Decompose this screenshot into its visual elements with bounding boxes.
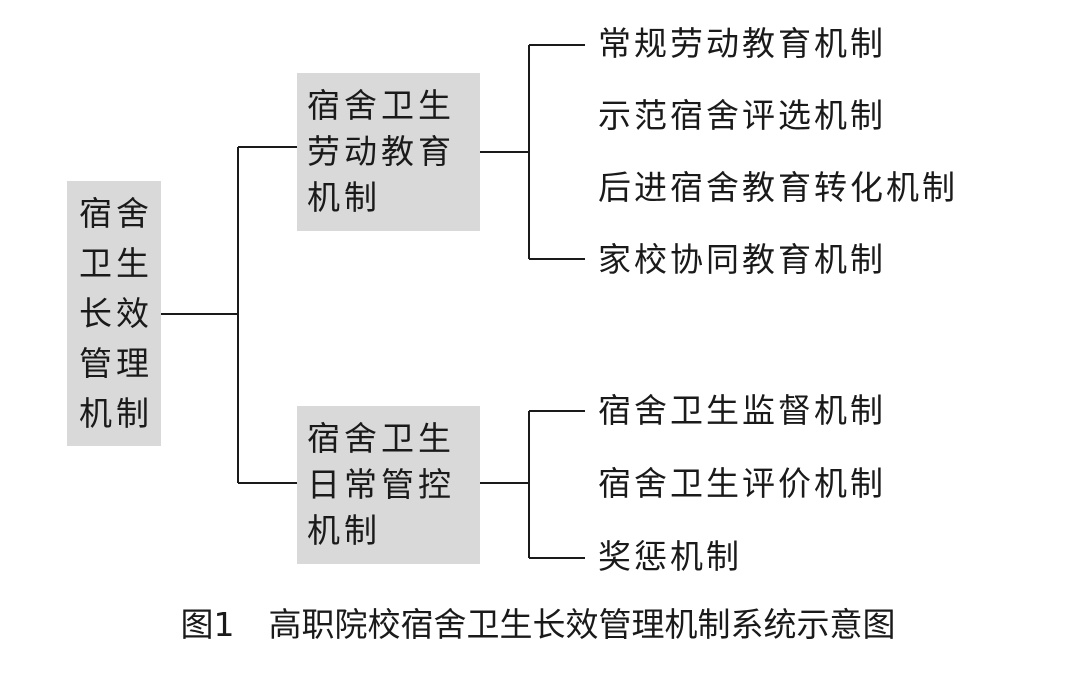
- branch-node-line: 日常管控: [307, 465, 455, 504]
- branch-node-line: 宿舍卫生: [307, 419, 455, 458]
- root-node: 宿舍 卫生 长效 管理 机制: [67, 181, 161, 446]
- leaf-node: 后进宿舍教育转化机制: [598, 168, 958, 207]
- branch-node-daily-control: 宿舍卫生 日常管控 机制: [297, 406, 480, 564]
- branch-node-labor-education: 宿舍卫生 劳动教育 机制: [297, 73, 480, 231]
- root-node-line: 卫生: [79, 243, 153, 283]
- leaf-node: 家校协同教育机制: [598, 240, 886, 279]
- root-node-line: 宿舍: [79, 193, 153, 233]
- leaf-node: 示范宿舍评选机制: [598, 96, 886, 135]
- root-node-line: 长效: [79, 293, 153, 333]
- figure-title: 高职院校宿舍卫生长效管理机制系统示意图: [268, 605, 896, 644]
- leaf-node: 奖惩机制: [598, 537, 742, 576]
- leaf-node: 宿舍卫生监督机制: [598, 391, 886, 430]
- figure-caption: 图1 高职院校宿舍卫生长效管理机制系统示意图: [0, 598, 1076, 646]
- branch-node-line: 机制: [307, 178, 381, 217]
- branch-node-line: 劳动教育: [307, 132, 455, 171]
- branch-node-line: 宿舍卫生: [307, 86, 455, 125]
- figure-label: 图1: [180, 605, 235, 644]
- leaf-node: 宿舍卫生评价机制: [598, 464, 886, 503]
- leaf-node: 常规劳动教育机制: [598, 24, 886, 63]
- root-node-line: 机制: [79, 393, 153, 433]
- branch-node-line: 机制: [307, 511, 381, 550]
- root-node-line: 管理: [79, 343, 153, 383]
